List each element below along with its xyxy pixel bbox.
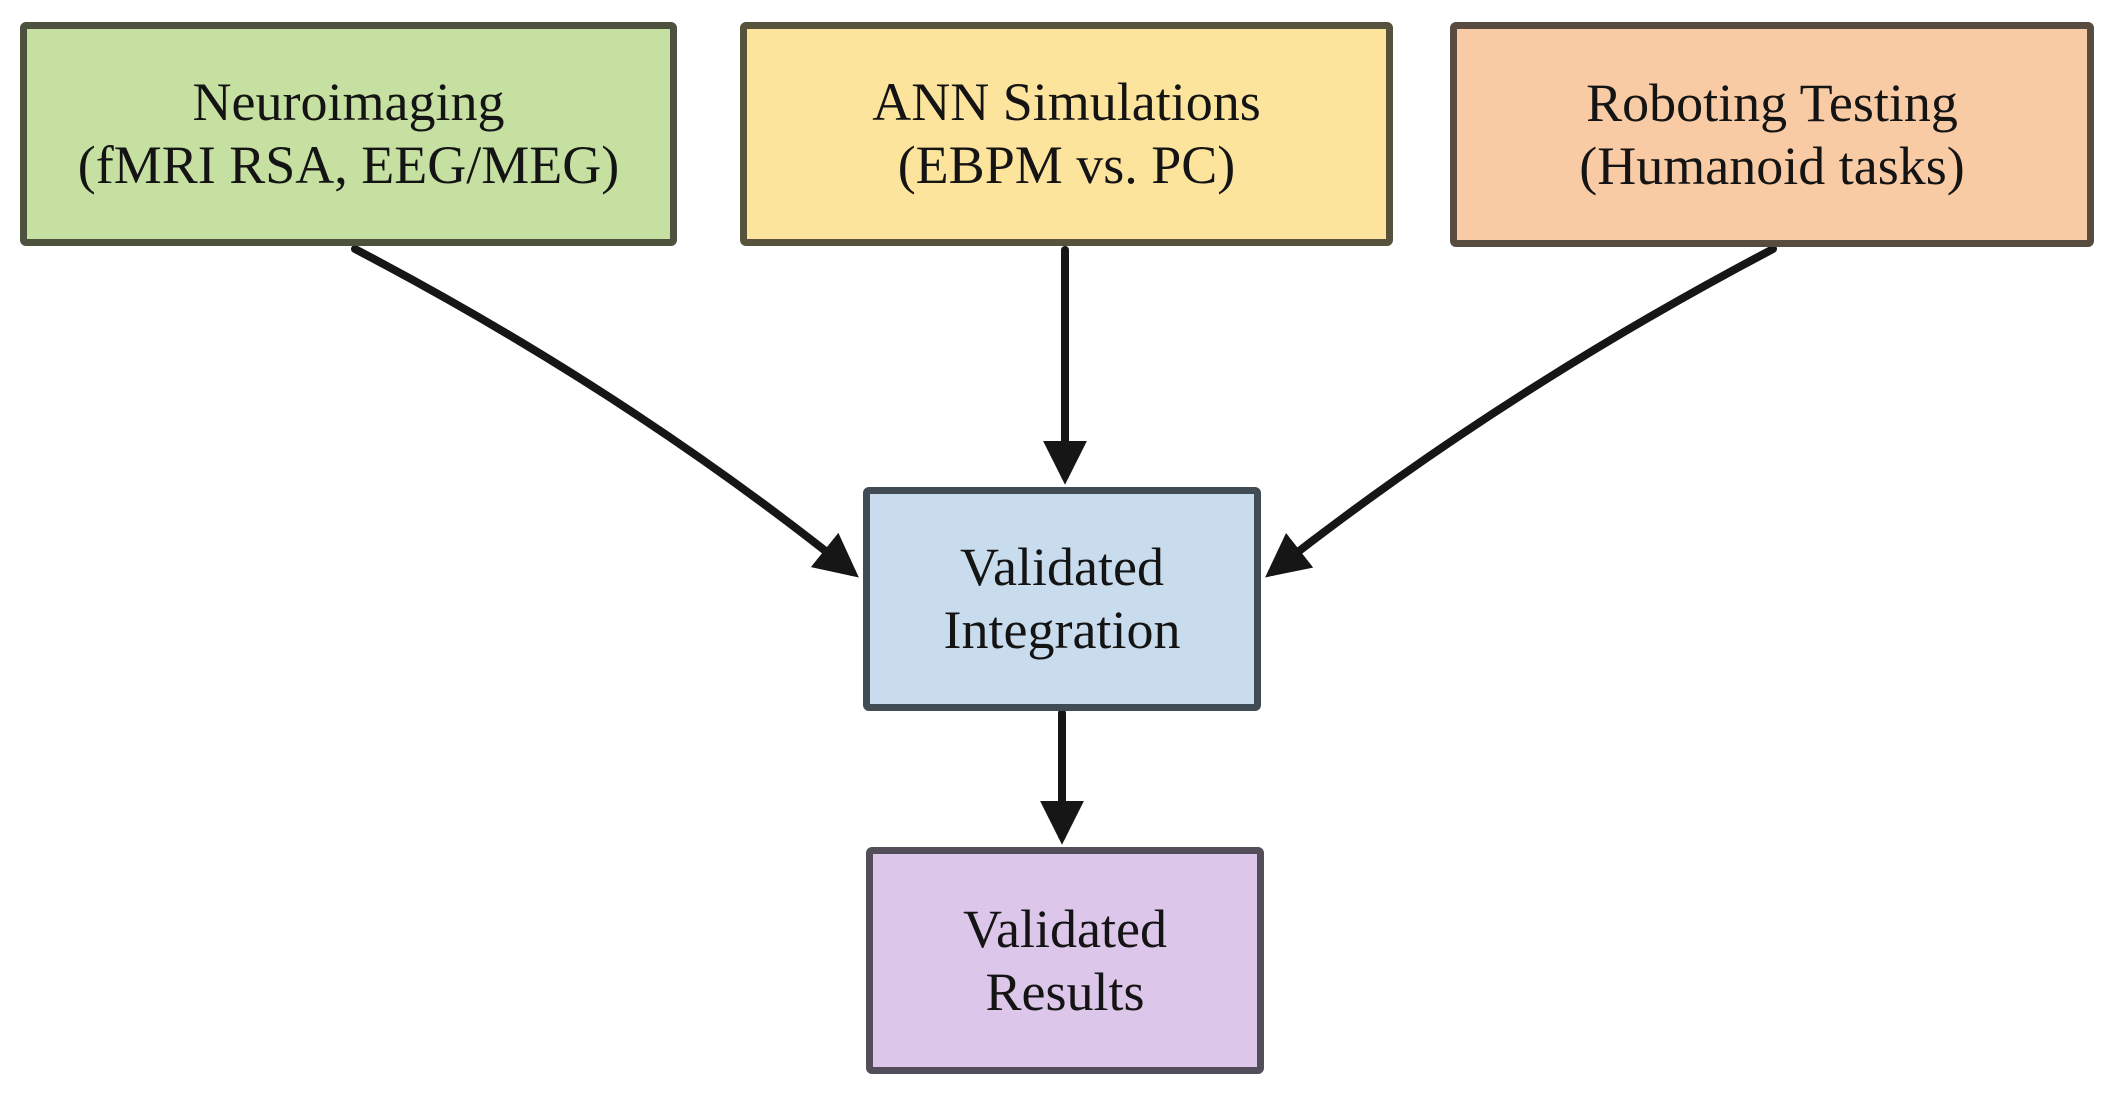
arrow-neuroimaging-to-integration: [351, 245, 859, 578]
node-label-line2: (EBPM vs. PC): [897, 135, 1236, 195]
arrow-robotics-to-integration: [1265, 245, 1777, 578]
node-robotic-testing: Roboting Testing (Humanoid tasks): [1450, 22, 2094, 247]
node-label-line1: Validated: [963, 898, 1167, 959]
node-label-line2: (fMRI RSA, EEG/MEG): [77, 135, 620, 195]
node-validated-results: Validated Results: [866, 847, 1264, 1074]
node-label-line1: Validated: [960, 537, 1164, 598]
node-label-line2: Results: [985, 961, 1145, 1022]
node-validated-integration: Validated Integration: [863, 487, 1261, 711]
node-ann-simulations: ANN Simulations (EBPM vs. PC): [740, 22, 1393, 246]
node-label-line1: ANN Simulations: [872, 72, 1261, 133]
node-label-line1: Roboting Testing: [1586, 72, 1958, 133]
node-label-line2: Integration: [943, 600, 1181, 660]
node-neuroimaging: Neuroimaging (fMRI RSA, EEG/MEG): [20, 22, 677, 246]
node-label-line2: (Humanoid tasks): [1579, 135, 1965, 196]
node-label-line1: Neuroimaging: [192, 72, 505, 133]
